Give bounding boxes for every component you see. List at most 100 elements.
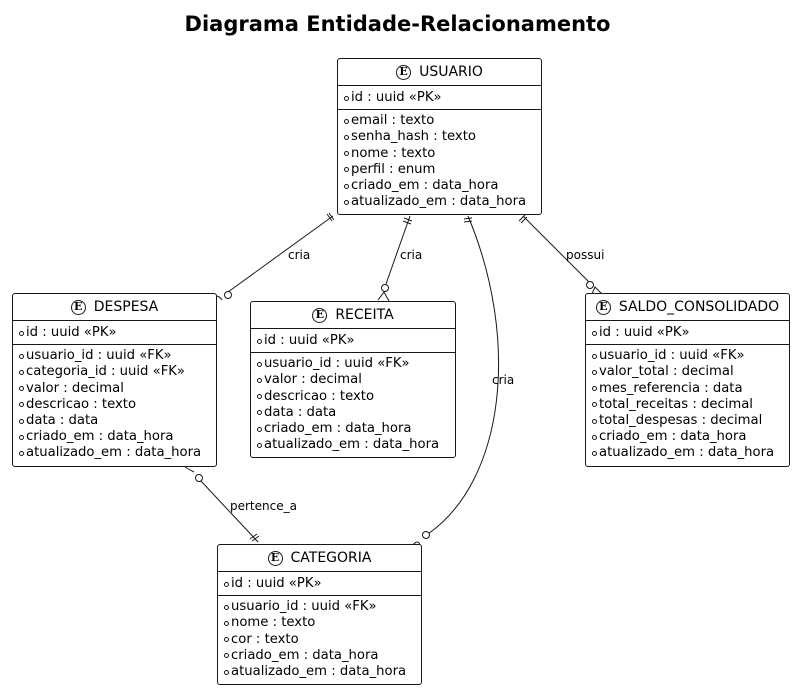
entity-receita: E RECEITA id : uuid «PK» usuario_id : uu…: [250, 301, 456, 459]
entity-saldo-consolidado: E SALDO_CONSOLIDADO id : uuid «PK» usuar…: [585, 293, 790, 467]
attribute-dot-icon: [592, 402, 597, 408]
label-usuario-despesa: cria: [288, 248, 311, 262]
attribute-dot-icon: [224, 637, 229, 643]
primary-key: id : uuid «PK»: [26, 325, 117, 340]
attribute: nome : texto: [351, 145, 436, 161]
attribute-dot-icon: [19, 418, 24, 424]
attribute-dot-icon: [224, 653, 229, 659]
primary-key: id : uuid «PK»: [264, 333, 355, 348]
entity-header: E USUARIO: [338, 59, 541, 86]
edge-usuario-receita: [385, 215, 411, 285]
label-usuario-receita: cria: [400, 248, 423, 262]
attribute-dot-icon: [592, 353, 597, 359]
attribute-dot-icon: [224, 604, 229, 610]
attribute-dot-icon: [592, 370, 597, 375]
attribute-dot-icon: [19, 402, 24, 408]
attribute-list: usuario_id : uuid «FK» valor : decimal d…: [251, 353, 455, 457]
attribute-dot-icon: [224, 621, 229, 626]
primary-key: id : uuid «PK»: [351, 90, 442, 105]
label-usuario-categoria: cria: [492, 373, 515, 387]
attribute: criado_em : data_hora: [264, 421, 412, 437]
attribute: mes_referencia : data: [599, 380, 743, 396]
attribute: total_despesas : decimal: [599, 413, 763, 429]
entity-icon: E: [267, 550, 283, 566]
attribute-dot-icon: [592, 434, 597, 440]
attribute: data : data: [264, 404, 337, 420]
attribute-list: usuario_id : uuid «FK» valor_total : dec…: [586, 345, 789, 465]
attribute-dot-icon: [344, 135, 349, 140]
entity-name: USUARIO: [419, 63, 483, 80]
attribute-dot-icon: [344, 199, 349, 205]
attribute: descricao : texto: [264, 388, 375, 404]
attribute-list: usuario_id : uuid «FK» categoria_id : uu…: [13, 345, 216, 465]
attribute: atualizado_em : data_hora: [231, 664, 407, 680]
entity-categoria: E CATEGORIA id : uuid «PK» usuario_id : …: [217, 544, 422, 686]
attribute-dot-icon: [19, 370, 24, 375]
attribute: usuario_id : uuid «FK»: [231, 599, 377, 615]
entity-header: E CATEGORIA: [218, 545, 421, 572]
attribute: atualizado_em : data_hora: [26, 445, 202, 461]
attribute-dot-icon: [257, 361, 262, 367]
label-despesa-categoria: pertence_a: [230, 499, 297, 513]
attribute-dot-icon: [224, 581, 229, 587]
attribute: valor_total : decimal: [599, 364, 734, 380]
attribute: atualizado_em : data_hora: [264, 437, 440, 453]
entity-icon: E: [396, 64, 412, 80]
entity-name: SALDO_CONSOLIDADO: [618, 298, 780, 315]
entity-name: CATEGORIA: [290, 549, 372, 566]
attribute-dot-icon: [344, 118, 349, 124]
attribute: valor : decimal: [264, 372, 362, 388]
attribute-list: email : texto senha_hash : texto nome : …: [338, 110, 541, 214]
primary-key: id : uuid «PK»: [231, 576, 322, 591]
attribute: perfil : enum: [351, 161, 436, 177]
edge-usuario-saldo: [522, 215, 591, 284]
entity-despesa: E DESPESA id : uuid «PK» usuario_id : uu…: [12, 293, 217, 467]
attribute: atualizado_em : data_hora: [599, 445, 775, 461]
label-usuario-saldo: possui: [566, 248, 605, 262]
attribute: senha_hash : texto: [351, 129, 476, 145]
attribute: valor : decimal: [26, 380, 124, 396]
edge-usuario-despesa: [227, 215, 334, 293]
attribute-dot-icon: [344, 183, 349, 189]
attribute: categoria_id : uuid «FK»: [26, 364, 185, 380]
attribute-dot-icon: [257, 338, 262, 344]
attribute-dot-icon: [257, 410, 262, 416]
attribute: nome : texto: [231, 615, 316, 631]
attribute: data : data: [26, 413, 99, 429]
attribute-dot-icon: [344, 95, 349, 101]
attribute-dot-icon: [19, 434, 24, 440]
attribute: descricao : texto: [26, 396, 137, 412]
primary-key: id : uuid «PK»: [599, 325, 690, 340]
attribute-dot-icon: [592, 330, 597, 336]
attribute-dot-icon: [257, 426, 262, 432]
attribute-dot-icon: [592, 386, 597, 392]
attribute: usuario_id : uuid «FK»: [599, 348, 745, 364]
attribute-dot-icon: [19, 330, 24, 336]
entity-header: E RECEITA: [251, 302, 455, 329]
attribute-dot-icon: [592, 418, 597, 424]
entity-icon: E: [70, 299, 86, 315]
entity-usuario: E USUARIO id : uuid «PK» email : texto s…: [337, 58, 542, 216]
entity-header: E SALDO_CONSOLIDADO: [586, 294, 789, 321]
attribute-dot-icon: [257, 394, 262, 400]
attribute: email : texto: [351, 113, 435, 129]
attribute: cor : texto: [231, 631, 299, 647]
attribute: criado_em : data_hora: [26, 429, 174, 445]
edge-despesa-categoria: [199, 479, 259, 543]
attribute: atualizado_em : data_hora: [351, 194, 527, 210]
attribute: criado_em : data_hora: [231, 647, 379, 663]
attribute-dot-icon: [19, 451, 24, 457]
attribute: criado_em : data_hora: [351, 178, 499, 194]
attribute: criado_em : data_hora: [599, 429, 747, 445]
attribute-dot-icon: [344, 151, 349, 157]
diagram-title: Diagrama Entidade-Relacionamento: [184, 12, 611, 36]
entity-name: RECEITA: [335, 306, 394, 323]
attribute-dot-icon: [224, 669, 229, 675]
attribute: usuario_id : uuid «FK»: [264, 356, 410, 372]
entity-header: E DESPESA: [13, 294, 216, 321]
entity-icon: E: [312, 307, 328, 323]
entity-icon: E: [595, 299, 611, 315]
attribute-list: usuario_id : uuid «FK» nome : texto cor …: [218, 596, 421, 684]
attribute: total_receitas : decimal: [599, 396, 753, 412]
